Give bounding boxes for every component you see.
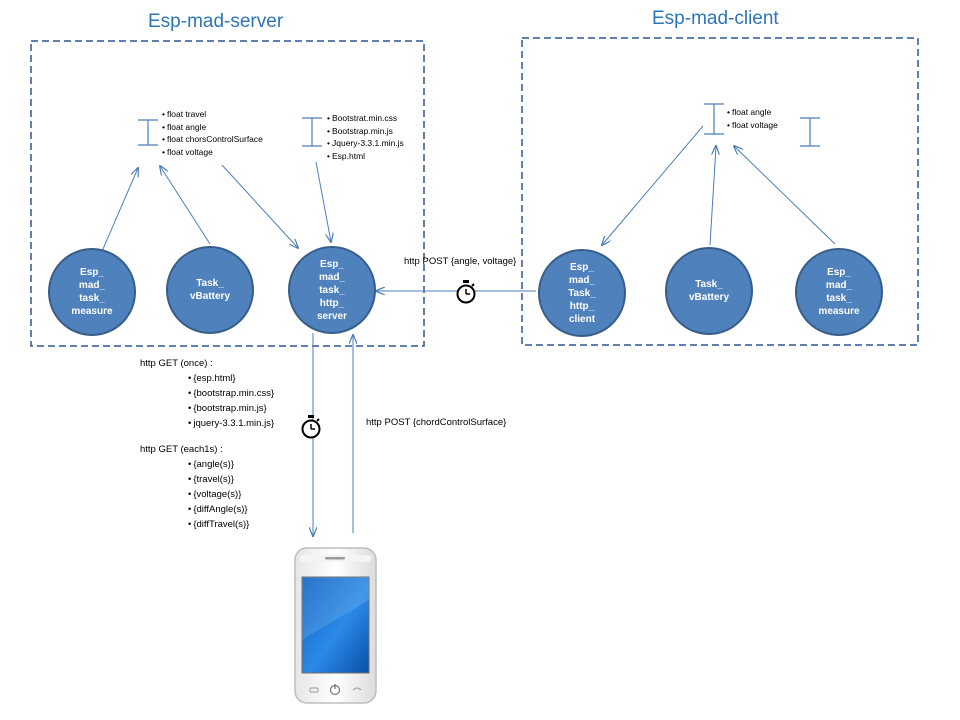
list-item: {bootstrap.min.js} [188,401,274,416]
server-vars-list: float travel float angle float chorsCont… [162,108,263,158]
get-each-block: http GET (each1s) : {angle(s)} {travel(s… [140,442,249,532]
server-container [30,40,425,347]
list-item: float chorsControlSurface [162,133,263,146]
client-vars-bracket [704,103,724,135]
list-item: {travel(s)} [188,472,249,487]
node-label: Esp_ mad_ task_ measure [71,267,113,317]
client-empty-bracket [800,117,820,147]
list-item: {voltage(s)} [188,487,249,502]
smartphone-icon [294,547,377,704]
arrow-measure-to-client-vars [734,146,836,245]
list-item: Jquery-3.3.1.min.js [327,137,404,150]
list-item: {diffTravel(s)} [188,517,249,532]
server-vars-bracket [138,119,158,146]
list-item: {esp.html} [188,371,274,386]
get-once-block: http GET (once) : {esp.html} {bootstrap.… [140,356,274,431]
arrow-measure-to-vars [99,168,138,257]
node-server-battery: Task_ vBattery [166,246,254,334]
list-item: jquery-3.3.1.min.js} [188,416,274,431]
list-item: float voltage [162,146,263,159]
list-item: {bootstrap.min.css} [188,386,274,401]
list-item: Bootstrat.min.css [327,112,404,125]
list-item: float voltage [727,119,778,132]
server-title: Esp-mad-server [148,11,284,32]
get-each-title: http GET (each1s) : [140,444,223,455]
arrow-battery-to-client-vars [709,146,716,246]
node-http-client: Esp_ mad_ Task_ http_ client [538,249,626,337]
list-item: float angle [162,121,263,134]
arrow-vars-to-httpclient [602,125,704,245]
node-label: Esp_ mad_ Task_ http_ client [568,261,596,325]
get-once-title: http GET (once) : [140,358,213,369]
arrow-files-to-httpserver [315,161,331,242]
list-item: float angle [727,106,778,119]
node-label: Esp_ mad_ task_ http_ server [316,258,348,322]
server-files-list: Bootstrat.min.css Bootstrap.min.js Jquer… [327,112,404,162]
node-label: Task_ vBattery [688,279,730,303]
node-label: Esp_ mad_ task_ measure [818,267,860,317]
timer-icon [456,280,476,304]
client-container [521,37,919,346]
list-item: Esp.html [327,150,404,163]
arrow-battery-to-vars [160,166,211,245]
post-phone-label: http POST {chordControlSurface} [366,417,507,428]
node-http-server: Esp_ mad_ task_ http_ server [288,246,376,334]
client-title: Esp-mad-client [652,8,779,29]
node-server-measure: Esp_ mad_ task_ measure [48,248,136,336]
client-vars-list: float angle float voltage [727,106,778,131]
list-item: {angle(s)} [188,457,249,472]
timer-icon [301,415,321,439]
arrow-vars-to-httpserver [221,164,298,248]
node-label: Task_ vBattery [189,278,231,302]
post-client-label: http POST {angle, voltage} [404,256,517,267]
node-client-battery: Task_ vBattery [665,247,753,335]
list-item: float travel [162,108,263,121]
list-item: {diffAngle(s)} [188,502,249,517]
node-client-measure: Esp_ mad_ task_ measure [795,248,883,336]
server-files-bracket [302,117,322,147]
list-item: Bootstrap.min.js [327,125,404,138]
